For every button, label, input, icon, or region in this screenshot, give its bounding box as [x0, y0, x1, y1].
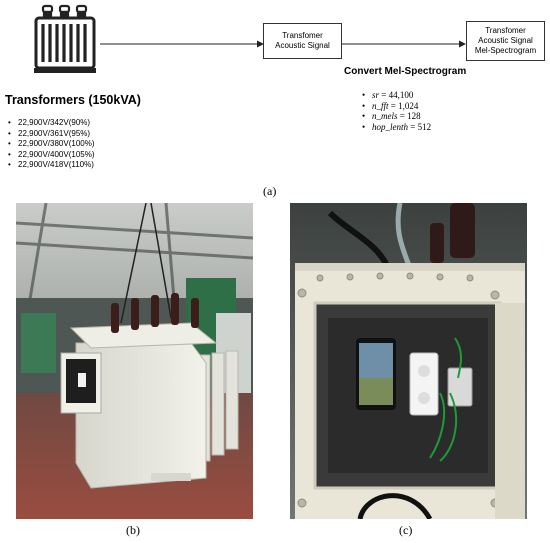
voltage-item: 22,900V/400V(105%): [6, 150, 95, 161]
caption-b: (b): [126, 523, 140, 537]
parameter-item: sr = 44,100: [360, 90, 431, 101]
mel-spectrogram-box: Transfomer Acoustic Signal Mel-Spectrogr…: [466, 21, 545, 61]
caption-c: (c): [399, 523, 413, 537]
voltage-list: 22,900V/342V(90%) 22,900V/361V(95%) 22,9…: [6, 118, 95, 171]
voltage-item: 22,900V/361V(95%): [6, 129, 95, 140]
transformer-icon: [30, 4, 100, 76]
acoustic-signal-box: Transfomer Acoustic Signal: [263, 23, 342, 59]
caption-a: (a): [263, 184, 277, 198]
parameter-list: sr = 44,100 n_fft = 1,024 n_mels = 128 h…: [360, 90, 431, 132]
voltage-item: 22,900V/342V(90%): [6, 118, 95, 129]
parameter-item: hop_lenth = 512: [360, 122, 431, 133]
parameter-item: n_mels = 128: [360, 111, 431, 122]
voltage-item: 22,900V/418V(110%): [6, 160, 95, 171]
flow-arrow-2: [342, 36, 466, 48]
transformer-title: Transformers (150kVA): [5, 93, 141, 107]
sensor-cabinet-photo: [290, 203, 527, 519]
acoustic-signal-label: Transfomer Acoustic Signal: [275, 31, 330, 50]
mel-spectrogram-label: Transfomer Acoustic Signal Mel-Spectrogr…: [474, 26, 537, 55]
transformer-photo: [16, 203, 253, 519]
flow-arrow-1: [100, 36, 264, 48]
process-label: Convert Mel-Spectrogram: [344, 66, 467, 77]
parameter-item: n_fft = 1,024: [360, 101, 431, 112]
voltage-item: 22,900V/380V(100%): [6, 139, 95, 150]
